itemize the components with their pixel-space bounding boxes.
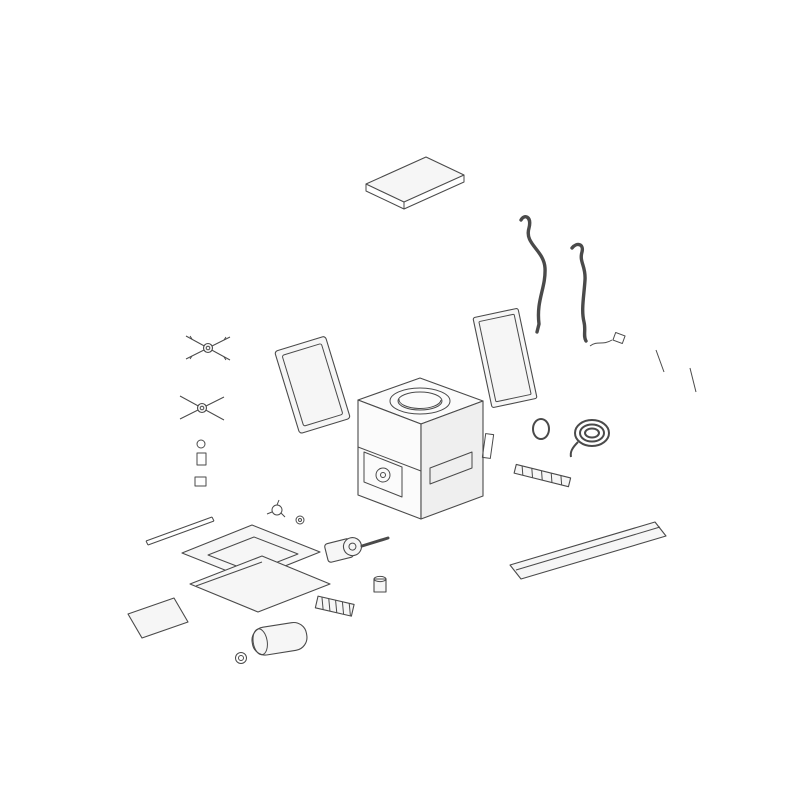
part-tank-body [357, 377, 484, 520]
part-boiler-cylinder [251, 621, 308, 656]
part-door-panel-right [472, 308, 538, 408]
part-base-panels [181, 524, 331, 613]
part-clamp-ring [532, 418, 550, 440]
part-pump-assembly [266, 499, 390, 593]
part-fittings-stack [194, 439, 207, 487]
diagram-art [127, 156, 697, 664]
part-side-bracket [481, 433, 495, 459]
part-pipe-71 [519, 215, 547, 334]
part-spray-arm-upper [185, 335, 231, 361]
part-lid [365, 156, 465, 210]
part-seal-ring [235, 652, 247, 664]
part-bottom-panel [127, 597, 189, 639]
part-door-panel-left [274, 336, 351, 434]
part-drain-hose-coil [569, 419, 610, 458]
part-hatched-bar [513, 463, 572, 488]
part-pipe-70 [570, 242, 588, 343]
part-slide-rail [145, 516, 215, 546]
part-mounting-bracket [509, 521, 667, 580]
part-spray-arm-lower [179, 395, 225, 421]
part-hatched-strip [314, 595, 355, 617]
part-small-hardware [589, 332, 697, 393]
